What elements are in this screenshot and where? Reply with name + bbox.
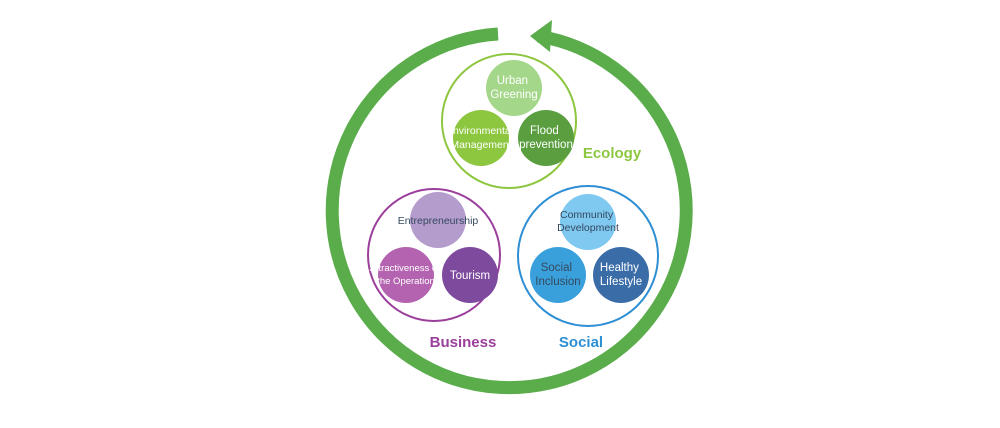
node-environmental-management-label: Environmental Management (446, 125, 516, 151)
node-urban-greening-circle (486, 60, 542, 116)
node-social-inclusion: Social Inclusion (530, 247, 586, 303)
node-entrepreneurship-circle (410, 192, 466, 248)
node-healthy-lifestyle-label: Healthy Lifestyle (600, 262, 642, 288)
node-social-inclusion-label: Social Inclusion (535, 262, 580, 288)
node-community-development-line1: Community (560, 209, 614, 221)
node-environmental-management-line2: Management (450, 139, 511, 151)
node-flood-prevention-circle (518, 110, 574, 166)
group-social-label: Social (559, 334, 603, 351)
node-entrepreneurship: Entrepreneurship (398, 192, 479, 248)
node-urban-greening: Urban Greening (486, 60, 542, 116)
node-attractiveness-of-the-operation: Attractiveness of the Operation (370, 247, 443, 303)
node-community-development-label: Community Development (557, 209, 619, 234)
group-ecology: Urban Greening Environmental Management … (441, 53, 642, 189)
node-attractiveness-circle (378, 247, 434, 303)
node-entrepreneurship-line1: Entrepreneurship (398, 215, 479, 227)
group-business: Entrepreneurship Attractiveness of the O… (367, 188, 501, 351)
node-tourism-label: Tourism (450, 270, 490, 282)
cycle-arrow (325, 20, 693, 395)
node-tourism-circle (442, 247, 498, 303)
node-urban-greening-line2: Greening (490, 89, 537, 101)
node-healthy-lifestyle-circle (593, 247, 649, 303)
node-urban-greening-label: Urban Greening (490, 75, 537, 101)
node-environmental-management-line1: Environmental (446, 125, 513, 137)
group-business-label: Business (430, 334, 497, 351)
group-ecology-ring (441, 53, 577, 189)
node-healthy-lifestyle: Healthy Lifestyle (593, 247, 649, 303)
node-environmental-management: Environmental Management (446, 110, 516, 166)
node-social-inclusion-line1: Social (541, 262, 572, 274)
group-ecology-label: Ecology (583, 145, 642, 162)
node-healthy-lifestyle-line1: Healthy (600, 262, 639, 274)
node-healthy-lifestyle-line2: Lifestyle (600, 276, 642, 288)
node-urban-greening-line1: Urban (497, 75, 528, 87)
node-flood-prevention-line2: prevention (519, 139, 573, 151)
node-flood-prevention-label: Flood prevention (519, 125, 573, 151)
node-social-inclusion-circle (530, 247, 586, 303)
node-entrepreneurship-label: Entrepreneurship (398, 215, 479, 227)
group-social-ring (517, 185, 659, 327)
cycle-arrow-head (530, 20, 552, 52)
group-business-ring (367, 188, 501, 322)
node-flood-prevention-line1: Flood (530, 125, 559, 137)
node-community-development: Community Development (557, 194, 619, 250)
node-social-inclusion-line2: Inclusion (535, 276, 580, 288)
node-attractiveness-label: Attractiveness of the Operation (370, 263, 443, 287)
node-tourism-line1: Tourism (450, 270, 490, 282)
node-environmental-management-circle (453, 110, 509, 166)
node-attractiveness-line1: Attractiveness of (370, 263, 441, 274)
node-tourism: Tourism (442, 247, 498, 303)
group-social: Community Development Social Inclusion H… (517, 185, 659, 351)
node-community-development-circle (560, 194, 616, 250)
node-flood-prevention: Flood prevention (518, 110, 574, 166)
cycle-arrow-ring (325, 27, 693, 395)
node-community-development-line2: Development (557, 222, 619, 234)
node-attractiveness-line2: the Operation (377, 276, 435, 287)
